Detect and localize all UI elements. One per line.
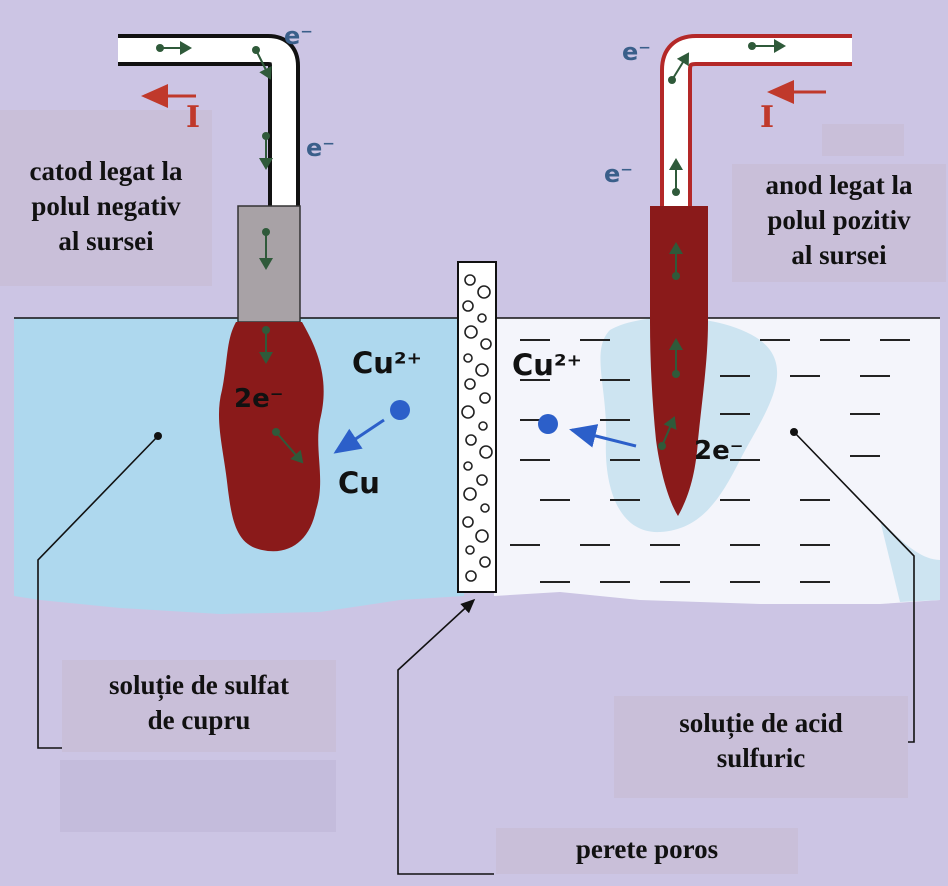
left-solution-label-line-2: de cupru [147,705,251,736]
anode-label-line-2: polul pozitiv [767,205,911,236]
cathode-label: catod legat la polul negativ al sursei [0,110,212,286]
copper-label: Cu [338,466,380,500]
two-electrons-anode: 2e⁻ [694,436,744,466]
left-solution-label: soluție de sulfat de cupru [62,660,336,752]
right-solution-label-line-2: sulfuric [716,743,806,774]
blank-box-bottom-left [60,760,336,832]
anode-label-line-3: al sursei [791,240,887,271]
copper-ion-icon [538,414,558,434]
anode-label: anod legat la polul pozitiv al sursei [732,164,946,282]
electron-label-4: e⁻ [604,160,633,188]
cathode-label-line-1: catod legat la [29,156,183,186]
cathode-label-line-2: polul negativ [31,191,181,222]
ion-motion-arrow [569,424,637,448]
blank-box-top-right [822,124,904,156]
anode [650,34,852,516]
right-solution-label: soluție de acid sulfuric [614,696,908,798]
copper-ion-icon [390,400,410,420]
electron-label-1: e⁻ [284,22,313,50]
current-label-left: I [186,100,201,135]
cathode-holder [237,205,301,323]
porous-wall-icon [457,261,497,593]
current-label-right: I [760,100,775,135]
wall-label-text: perete poros [575,834,719,864]
wall-leader [397,598,494,875]
two-electrons-cathode: 2e⁻ [234,384,284,414]
copper-ion-label-left: Cu²⁺ [352,346,422,380]
anode-label-line-1: anod legat la [765,170,913,200]
cathode-copper-deposit [218,322,324,552]
vessel [14,317,940,614]
cathode [118,34,324,552]
electron-label-3: e⁻ [622,38,651,66]
right-solution-label-line-1: soluție de acid [679,708,843,738]
copper-ion-label-right: Cu²⁺ [512,348,582,382]
cathode-label-line-3: al sursei [58,226,154,257]
left-solution-label-line-1: soluție de sulfat [108,670,289,700]
acid-dashes [510,339,910,583]
electron-label-2: e⁻ [306,134,335,162]
ion-motion-arrow [333,418,385,454]
acid-blue-tint-right [880,520,940,602]
wall-label: perete poros [496,828,798,874]
